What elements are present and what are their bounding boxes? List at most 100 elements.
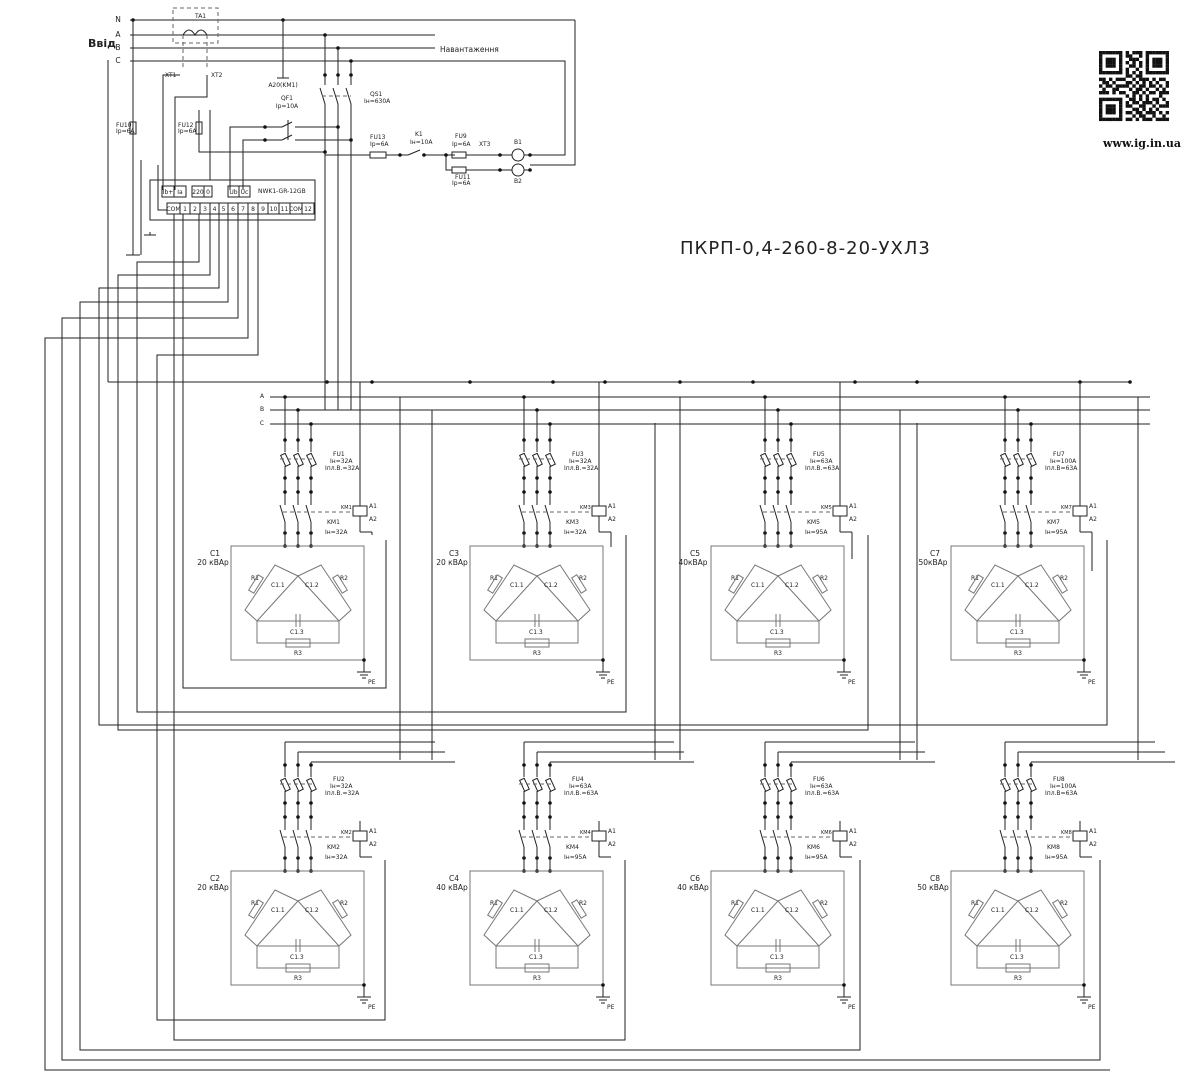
r2-label: R2 <box>820 575 828 582</box>
junction-dot <box>535 763 539 767</box>
wire <box>279 829 286 848</box>
fuse-icon <box>785 777 797 792</box>
controller-model: NWK1-GR-12GB <box>258 188 306 195</box>
r2-label: R2 <box>340 900 348 907</box>
controller-input-label: Uc <box>241 189 249 196</box>
resistor-r3-icon <box>1005 963 1031 973</box>
fu11-rating: Ip=6A <box>452 180 471 187</box>
wire <box>518 504 525 523</box>
capacitor-box <box>469 870 604 986</box>
capacitor-box <box>950 870 1085 986</box>
junction-dot <box>1082 983 1086 987</box>
resistor-r3-icon <box>285 638 311 648</box>
phase-label: A <box>115 30 121 39</box>
fuse-icon <box>759 452 771 467</box>
website-link[interactable]: www.ig.in.ua <box>1103 137 1181 150</box>
junction-dot <box>789 476 793 480</box>
junction-dot <box>323 33 327 37</box>
controller-pin-label: 3 <box>203 206 207 213</box>
junction-dot <box>535 815 539 819</box>
wire <box>1017 889 1072 947</box>
junction-dot <box>296 815 300 819</box>
junction-dot <box>1029 476 1033 480</box>
contactor-coil <box>832 505 848 517</box>
wire <box>128 160 134 256</box>
fuse-icon <box>531 777 543 792</box>
b2-label: B2 <box>514 178 522 185</box>
fuse-breaking-rating: Iпл.В.=63А <box>564 790 599 797</box>
fuse-icon <box>292 452 304 467</box>
junction-dot <box>309 422 313 426</box>
control-wire-6 <box>44 214 1110 1071</box>
c13-label: C1.3 <box>1010 954 1024 961</box>
c12-label: C1.2 <box>1025 582 1039 589</box>
input-label: Ввід <box>88 37 116 50</box>
contactor-label: KM2 <box>327 844 340 851</box>
wire <box>999 829 1006 848</box>
junction-dot <box>522 815 526 819</box>
qs1-rating: Iн=630A <box>364 98 391 105</box>
phase-label: B <box>115 43 120 52</box>
junction-dot <box>1016 815 1020 819</box>
ta1-label: TA1 <box>194 13 206 20</box>
junction-dot <box>1029 815 1033 819</box>
junction-dot <box>1029 490 1033 494</box>
resistor-r2-icon <box>570 574 588 594</box>
qs1-label: QS1 <box>370 91 383 98</box>
wire <box>305 504 312 523</box>
capacitor-power: 20 кВАр <box>197 883 229 892</box>
wire <box>495 620 579 644</box>
contactor-label: KM4 <box>566 844 579 851</box>
junction-dot <box>336 73 340 77</box>
fuse-icon <box>999 452 1011 467</box>
junction-dot <box>522 763 526 767</box>
r2-label: R2 <box>1060 900 1068 907</box>
wire <box>772 829 779 848</box>
c11-label: C1.1 <box>271 582 285 589</box>
fu12-label: FU12 <box>178 122 194 129</box>
wire <box>157 165 167 211</box>
wire <box>759 829 766 848</box>
c11-label: C1.1 <box>991 907 1005 914</box>
junction-dot <box>444 153 448 157</box>
c13-label: C1.3 <box>290 629 304 636</box>
control-wire-2 <box>117 214 869 731</box>
junction-dot <box>283 801 287 805</box>
controller-pin-label: 1 <box>183 206 187 213</box>
fuse-icon <box>1025 777 1037 792</box>
fuse-icon <box>544 777 556 792</box>
r3-label: R3 <box>1014 650 1022 657</box>
junction-dot <box>283 476 287 480</box>
c11-label: C1.1 <box>751 582 765 589</box>
wire <box>209 110 325 153</box>
junction-dot <box>498 168 502 172</box>
wire <box>162 74 180 190</box>
junction-dot <box>535 408 539 412</box>
controller-input-label: Ib+ <box>163 189 174 196</box>
junction-dot <box>1029 422 1033 426</box>
r2-label: R2 <box>340 575 348 582</box>
control-wire-1 <box>136 214 627 713</box>
fuse-icon <box>759 777 771 792</box>
junction-dot <box>309 476 313 480</box>
junction-dot <box>1016 763 1020 767</box>
fu12-rating: Ip=6A <box>178 128 197 135</box>
fu9-rating: Ip=6A <box>452 141 471 148</box>
junction-dot <box>789 763 793 767</box>
wire <box>777 889 832 947</box>
junction-dot <box>789 490 793 494</box>
breaker-qf1-icon <box>281 120 293 141</box>
qf1-label: QF1 <box>281 95 293 102</box>
fuse-label: FU2 <box>333 776 345 783</box>
coil-label: KM4 <box>580 830 591 836</box>
wire <box>198 110 211 180</box>
junction-dot <box>362 983 366 987</box>
fuse-rating: Iн=63А <box>810 783 833 790</box>
junction-dot <box>842 658 846 662</box>
wire <box>536 889 591 947</box>
junction-dot <box>296 438 300 442</box>
fuse-icon <box>1025 452 1037 467</box>
controller-input <box>238 185 251 198</box>
